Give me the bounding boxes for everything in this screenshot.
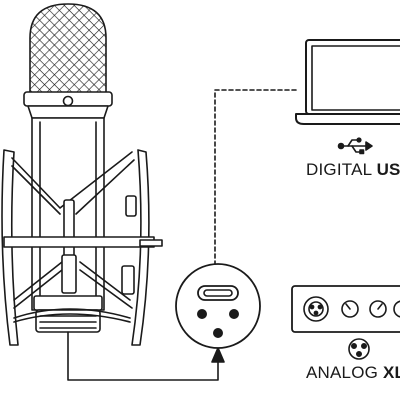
analog-label-prefix: ANALOG [306,363,383,382]
usb-icon [337,137,373,155]
laptop-icon [295,39,400,125]
xlr-icon [348,338,370,360]
digital-label-prefix: DIGITAL [306,160,377,179]
usb-dashed-line [214,89,297,266]
xlr-cable-line [67,331,225,381]
digital-usb-label: DIGITAL USB [306,160,400,180]
analog-xlr-label: ANALOG XLR [306,363,400,383]
analog-label-bold: XLR [382,363,400,382]
digital-label-bold: USB [376,160,400,179]
audio-interface-icon [291,285,400,333]
xlr-connector-icon [175,263,261,349]
shock-mount [1,149,163,346]
